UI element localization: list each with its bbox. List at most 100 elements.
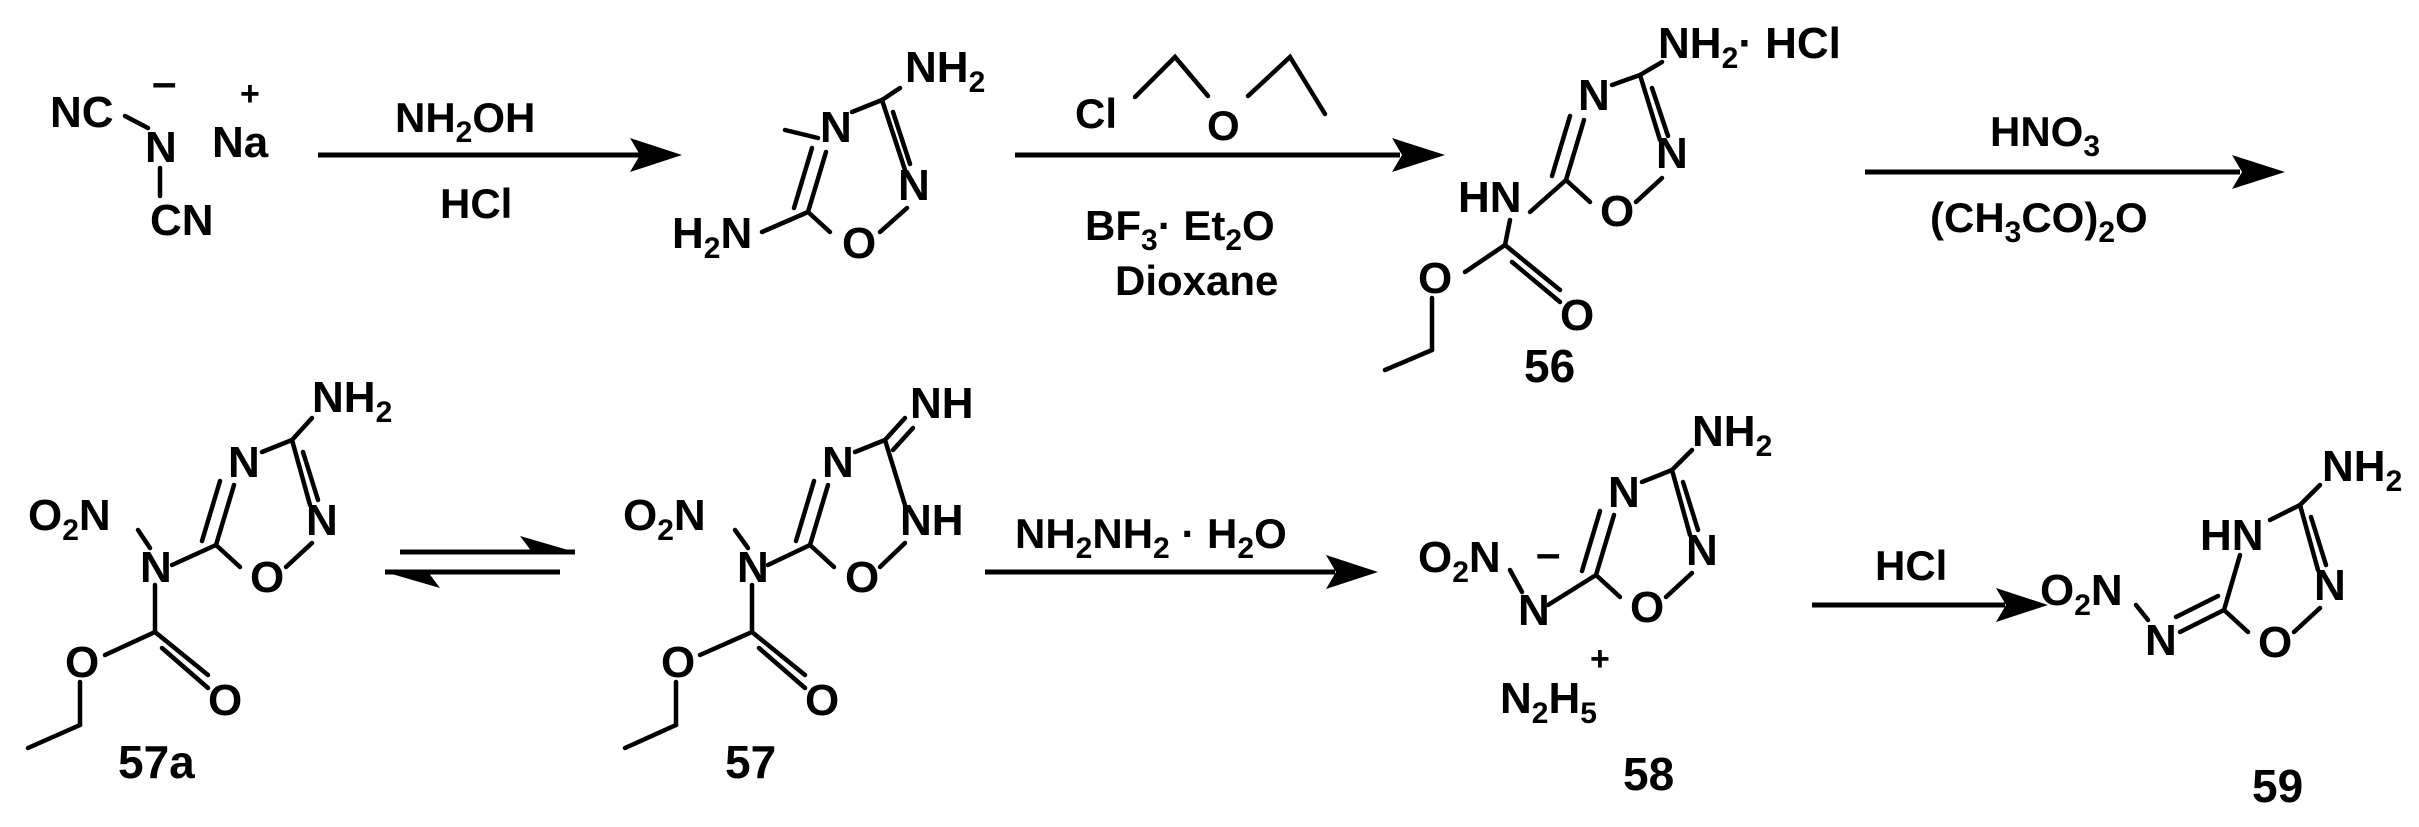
bond [732, 527, 751, 551]
compound-sodium-dicyanamide: NC – N CN Na + [50, 58, 269, 245]
bond [1669, 467, 1693, 538]
bond [1637, 72, 1663, 143]
bond [2133, 602, 2151, 623]
group-nh2-hcl: NH2· HCl [1658, 19, 1841, 75]
group-nh-imine: NH [910, 379, 974, 428]
bond [2267, 502, 2303, 523]
atom-o: O [2258, 618, 2292, 667]
bond [782, 127, 821, 141]
atom-nc: NC [50, 88, 114, 137]
arrow-step-4: NH2NH2 · H2O [985, 510, 1378, 589]
compound-59: HN N O NH2 O2N N 59 [2040, 442, 2402, 812]
atom-n-amide: N [737, 543, 769, 592]
atom-o-carbonyl: O [208, 676, 242, 725]
atom-o-ester: O [1418, 254, 1452, 303]
atom-o: O [250, 553, 284, 602]
bond [1549, 113, 1573, 179]
bond [1382, 347, 1435, 373]
group-nh-ring: NH [900, 496, 964, 545]
bond [1245, 53, 1328, 117]
arrow-head [1326, 555, 1378, 589]
arrow-step-2: Cl O BF3· Et2O Dioxane [1015, 53, 1445, 304]
arrow-head [1392, 138, 1445, 172]
compound-label-58: 58 [1623, 748, 1674, 800]
bond [805, 149, 829, 215]
compound-diamino-oxadiazole: N N O NH2 H2N [672, 43, 985, 268]
atom-n: N [898, 161, 930, 210]
group-o2n: O2N [623, 491, 706, 547]
bond [2291, 605, 2323, 635]
reagent-acetic-anhydride: (CH3CO)2O [1930, 194, 2148, 249]
bond [1669, 447, 1695, 473]
bond [849, 97, 885, 115]
charge-minus: – [1536, 529, 1560, 578]
bond [2297, 482, 2323, 508]
bond [749, 629, 808, 678]
compound-label-56: 56 [1524, 340, 1575, 392]
atom-n: N [306, 496, 338, 545]
atom-n: N [228, 438, 260, 487]
charge-minus: – [152, 58, 176, 107]
atom-n-imine: N [2145, 616, 2177, 665]
charge-plus: + [240, 75, 260, 113]
reagent-hydrazine-hydrate: NH2NH2 · H2O [1015, 510, 1287, 565]
bond [1649, 85, 1671, 139]
bond [1502, 242, 1563, 293]
group-o2n: O2N [1418, 533, 1501, 589]
bond [765, 542, 813, 568]
arrow-step-1: NH2OH HCl [318, 94, 682, 227]
bond [622, 722, 679, 751]
bond [259, 437, 295, 455]
bond [122, 113, 151, 131]
bond [1579, 508, 1603, 574]
atom-n: N [1608, 468, 1640, 517]
group-o2n: O2N [2040, 566, 2123, 622]
atom-o: O [1600, 187, 1634, 236]
reagent-hydroxylamine: NH2OH [395, 94, 535, 149]
bond [1563, 177, 1593, 205]
arrow-head [520, 536, 575, 552]
bond [1639, 467, 1675, 485]
charge-plus: + [1590, 640, 1610, 678]
compound-label-57a: 57a [118, 736, 195, 788]
atom-o-ester: O [65, 638, 99, 687]
arrow-head [630, 138, 682, 172]
group-nh2: NH2 [905, 43, 985, 99]
bond [756, 645, 808, 691]
bond [882, 415, 908, 443]
arrow-head [1996, 588, 2048, 622]
bond [791, 145, 815, 211]
bond [1633, 175, 1665, 205]
atom-n: N [1578, 71, 1610, 120]
group-nh2: NH2 [1692, 407, 1772, 463]
atom-o: O [842, 219, 876, 268]
reagent-hcl: HCl [1875, 542, 1947, 589]
atom-n: N [822, 438, 854, 487]
bond [2308, 514, 2329, 568]
bond [2173, 593, 2221, 620]
bond [1663, 570, 1695, 600]
bond [2221, 607, 2251, 635]
bond [1563, 117, 1587, 183]
group-o2n: O2N [28, 491, 111, 547]
bond [102, 629, 158, 658]
bond [289, 415, 315, 443]
compound-label-57: 57 [725, 736, 776, 788]
bond [213, 482, 237, 548]
atom-o: O [845, 553, 879, 602]
bond [300, 449, 321, 503]
bond [1462, 242, 1508, 275]
arrow-head [2232, 155, 2285, 189]
bond [759, 209, 811, 235]
atom-n-anion: N [1518, 586, 1550, 635]
bond [793, 478, 817, 544]
equilibrium-arrows [385, 536, 575, 588]
atom-n: N [1656, 129, 1688, 178]
bond [1680, 479, 1701, 533]
bond [1593, 572, 1623, 600]
atom-o-carbonyl: O [805, 676, 839, 725]
bond [152, 629, 211, 678]
bond [2297, 502, 2321, 573]
bond [1609, 72, 1643, 88]
